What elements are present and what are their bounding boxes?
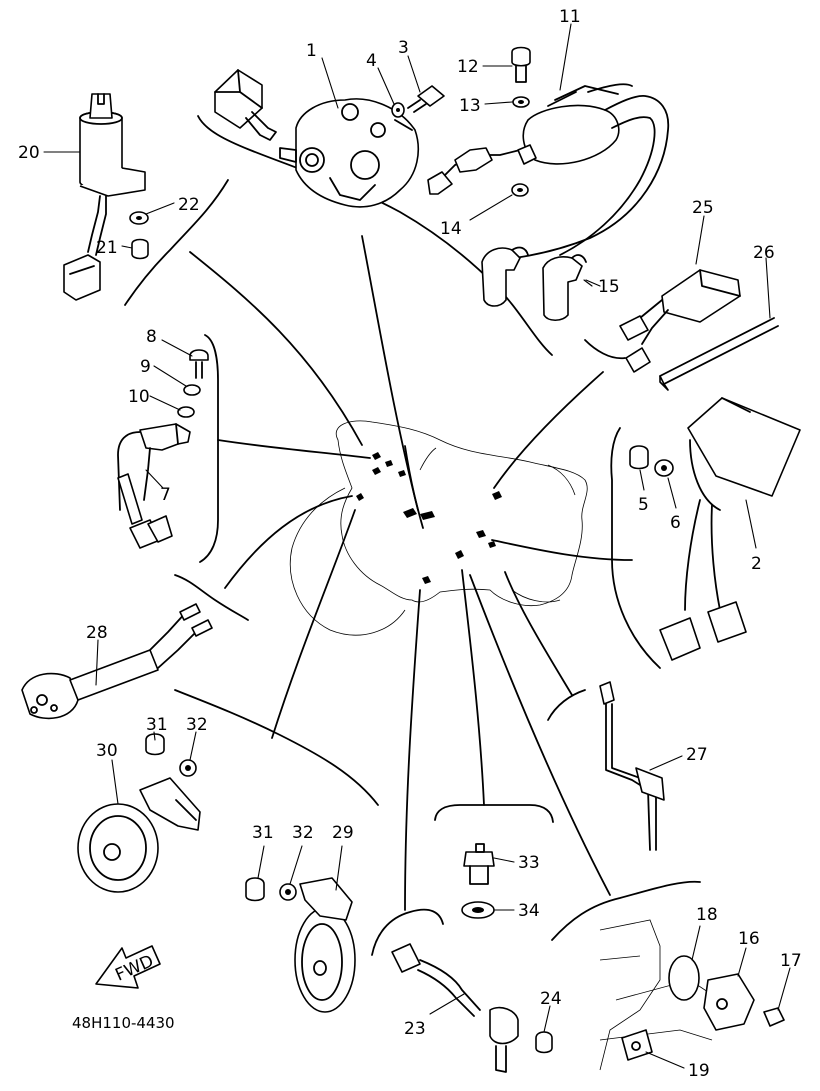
- callout-25: 25: [692, 198, 714, 218]
- group-brackets: [124, 115, 701, 956]
- callout-23: 23: [404, 1019, 426, 1039]
- part-control-unit-2: [659, 397, 801, 661]
- callout-4: 4: [366, 51, 377, 71]
- part-bolt-31-upper: [145, 733, 165, 756]
- part-engine-case-outline: [599, 919, 721, 1071]
- callout-31-upper: 31: [146, 715, 168, 735]
- callout-6: 6: [670, 513, 681, 533]
- callout-32-upper: 32: [186, 715, 208, 735]
- part-sensor-27: [599, 681, 665, 851]
- part-screw-21: [131, 238, 149, 260]
- callout-1: 1: [306, 41, 317, 61]
- callout-30: 30: [96, 741, 118, 761]
- part-washer-6: [654, 459, 674, 477]
- part-main-switch: [63, 93, 146, 301]
- callout-leaders: [43, 23, 791, 1069]
- callout-34: 34: [518, 901, 540, 921]
- part-relay-7: [117, 423, 191, 549]
- part-sensor-23: [391, 943, 519, 1073]
- callout-31-lower: 31: [252, 823, 274, 843]
- part-washer-13: [512, 96, 530, 108]
- callout-2: 2: [751, 554, 762, 574]
- part-oring-18: [668, 955, 700, 1001]
- callout-24: 24: [540, 989, 562, 1009]
- callout-28: 28: [86, 623, 108, 643]
- part-washer-10: [177, 406, 195, 418]
- part-horn-29: [294, 877, 356, 1013]
- callout-5: 5: [638, 495, 649, 515]
- callout-17: 17: [780, 951, 802, 971]
- part-regulator-25: [619, 269, 741, 373]
- part-switch-28: [21, 603, 213, 720]
- part-screw-24: [535, 1031, 553, 1054]
- part-sender-16: [703, 973, 755, 1031]
- part-cable-tie-26: [659, 317, 779, 391]
- part-screw-8: [189, 349, 209, 379]
- part-clamp-19: [621, 1029, 653, 1061]
- callout-18: 18: [696, 905, 718, 925]
- part-nut-32-lower: [279, 883, 297, 901]
- callout-13: 13: [459, 96, 481, 116]
- part-screw-17: [763, 1007, 785, 1027]
- callout-29: 29: [332, 823, 354, 843]
- callout-16: 16: [738, 929, 760, 949]
- callout-32-lower: 32: [292, 823, 314, 843]
- part-screw-3: [407, 85, 445, 113]
- part-washer-9: [183, 384, 201, 396]
- part-washer-34: [461, 901, 495, 919]
- part-nut-32-upper: [179, 759, 197, 777]
- callout-33: 33: [518, 853, 540, 873]
- callout-8: 8: [146, 327, 157, 347]
- callout-3: 3: [398, 38, 409, 58]
- callout-9: 9: [140, 357, 151, 377]
- callout-7: 7: [160, 485, 171, 505]
- mounting-markers: [356, 452, 502, 584]
- fwd-direction-arrow: FWD: [95, 945, 161, 989]
- frame-outline: [289, 420, 588, 636]
- callout-15: 15: [598, 277, 620, 297]
- callout-10: 10: [128, 387, 150, 407]
- callout-11: 11: [559, 7, 581, 27]
- callout-19: 19: [688, 1061, 710, 1081]
- callout-14: 14: [440, 219, 462, 239]
- callout-22: 22: [178, 195, 200, 215]
- callout-labels: 1 4 3 11 12 13 14 15 20 22 21 8 9 10 7 2…: [18, 7, 802, 1081]
- part-washer-22: [129, 211, 149, 225]
- part-ignition-coil: [427, 83, 670, 259]
- part-bolt-5: [629, 445, 649, 470]
- leader-lines: [189, 235, 633, 911]
- callout-26: 26: [753, 243, 775, 263]
- callout-27: 27: [686, 745, 708, 765]
- part-washer-4: [391, 102, 405, 118]
- callout-20: 20: [18, 143, 40, 163]
- part-bolt-31-lower: [245, 877, 265, 902]
- callout-21: 21: [96, 238, 118, 258]
- part-cdi-unit: [214, 69, 420, 208]
- part-nut-14: [511, 183, 529, 197]
- callout-12: 12: [457, 57, 479, 77]
- part-horn-30: [77, 777, 201, 893]
- part-plug-cap-15: [481, 246, 587, 322]
- diagram-part-code: 48H110-4430: [72, 1014, 175, 1032]
- part-switch-33: [463, 843, 495, 885]
- part-bolt-12: [511, 46, 531, 83]
